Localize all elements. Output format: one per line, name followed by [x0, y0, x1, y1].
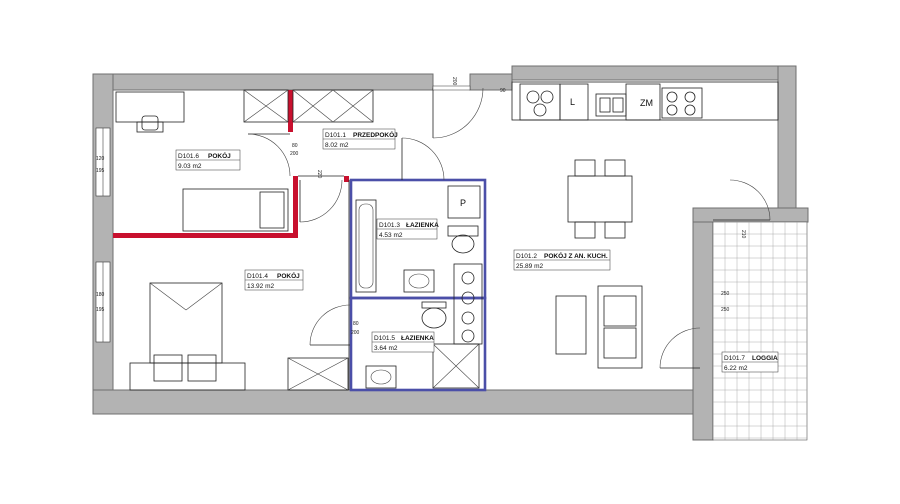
svg-text:D101.6: D101.6: [178, 153, 199, 160]
loggia-floor: [712, 221, 808, 441]
window-left-bottom: [95, 261, 111, 343]
door-bath-2: [309, 304, 351, 346]
door-room-6: [247, 133, 291, 177]
room-label-6: D101.6 POKÓJ 9.03 m2: [175, 149, 241, 171]
svg-text:D101.2: D101.2: [516, 253, 537, 260]
svg-text:195: 195: [96, 307, 105, 313]
svg-text:D101.5: D101.5: [374, 335, 395, 342]
svg-text:POKÓJ Z AN. KUCH.: POKÓJ Z AN. KUCH.: [544, 251, 608, 260]
washing-machine: [447, 185, 481, 219]
svg-text:250: 250: [721, 307, 730, 313]
room-label-5: D101.5 ŁAZIENKA 3.64 m2: [371, 331, 435, 353]
door-loggia: [659, 179, 771, 369]
window-left-top: [95, 127, 111, 197]
svg-text:D101.3: D101.3: [379, 222, 400, 229]
svg-text:220: 220: [316, 170, 322, 179]
freezer-label: ZM: [640, 98, 653, 108]
svg-text:120: 120: [96, 156, 105, 162]
single-bed: [182, 188, 289, 232]
sink-1: [403, 269, 435, 293]
room-label-4: D101.4 POKÓJ 13.92 m2: [244, 269, 304, 291]
svg-text:200: 200: [351, 330, 360, 336]
svg-text:LOGGIA: LOGGIA: [752, 355, 778, 362]
door-bath-1: [401, 137, 445, 181]
room-label-2: D101.2 POKÓJ Z AN. KUCH. 25.89 m2: [513, 249, 611, 271]
interior-walls: [113, 90, 350, 390]
double-bed: [129, 282, 246, 391]
svg-text:ŁAZIENKA: ŁAZIENKA: [401, 335, 434, 342]
svg-text:250: 250: [721, 291, 730, 297]
svg-text:PRZEDPOKÓJ: PRZEDPOKÓJ: [353, 130, 398, 139]
svg-text:25.89 m2: 25.89 m2: [516, 263, 543, 270]
svg-text:200: 200: [290, 151, 299, 157]
svg-text:POKÓJ: POKÓJ: [208, 151, 231, 160]
wardrobe-bottom: [287, 357, 349, 391]
washer-label: P: [460, 198, 466, 208]
svg-text:80: 80: [292, 143, 298, 149]
svg-text:80: 80: [353, 321, 359, 327]
svg-text:13.92 m2: 13.92 m2: [247, 283, 274, 290]
exterior-walls: [92, 65, 809, 441]
svg-text:D101.7: D101.7: [724, 355, 745, 362]
room-label-1: D101.1 PRZEDPOKÓJ 8.02 m2: [322, 128, 398, 150]
svg-text:200: 200: [451, 77, 457, 86]
svg-text:6.22 m2: 6.22 m2: [724, 365, 748, 372]
fridge-label: L: [570, 97, 575, 107]
door-room-4: [299, 179, 343, 223]
svg-text:210: 210: [740, 230, 746, 239]
room-label-7: D101.7 LOGGIA 6.22 m2: [721, 351, 779, 373]
svg-text:D101.4: D101.4: [247, 273, 268, 280]
wardrobe-top: [243, 89, 374, 123]
svg-text:4.53 m2: 4.53 m2: [379, 232, 403, 239]
room-label-3: D101.3 ŁAZIENKA 4.53 m2: [376, 218, 439, 240]
desk: [115, 91, 185, 133]
bathroom-2-outline: [349, 296, 487, 392]
bathtub: [355, 199, 377, 293]
kitchen-counter: [511, 81, 779, 121]
svg-text:D101.1: D101.1: [325, 132, 346, 139]
svg-text:8.02 m2: 8.02 m2: [325, 142, 349, 149]
sink-2: [365, 365, 397, 389]
dimension-labels: 80 200 80 200 250 250 120 195 180 195 20…: [96, 77, 746, 336]
sofa: [597, 285, 643, 369]
svg-text:POKÓJ: POKÓJ: [277, 271, 300, 280]
svg-text:90: 90: [500, 88, 506, 94]
svg-text:195: 195: [96, 168, 105, 174]
coffee-table: [555, 295, 587, 355]
svg-text:9.03 m2: 9.03 m2: [178, 163, 202, 170]
toilet-2: [421, 301, 447, 329]
stove-bath: [453, 263, 483, 345]
svg-text:180: 180: [96, 292, 105, 298]
dining-table: [567, 159, 633, 239]
svg-text:ŁAZIENKA: ŁAZIENKA: [406, 222, 439, 229]
svg-text:3.64 m2: 3.64 m2: [374, 345, 398, 352]
entry-door: [432, 85, 484, 139]
shower: [432, 343, 480, 389]
toilet-1: [447, 225, 479, 254]
